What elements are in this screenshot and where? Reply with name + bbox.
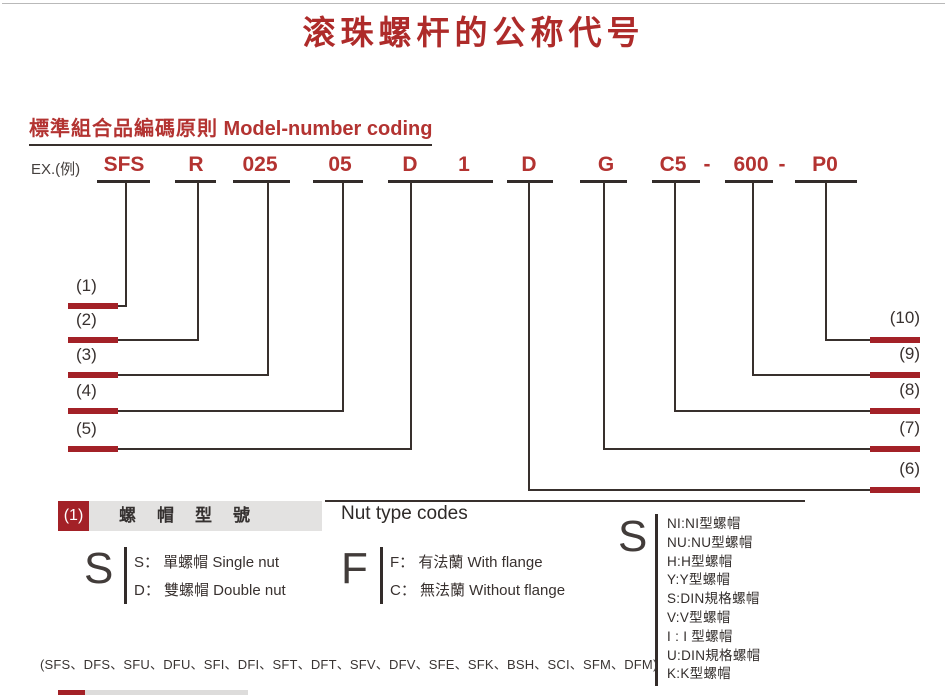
- model-segment-thread-dir: R: [188, 153, 204, 176]
- segment-underline: [507, 180, 553, 183]
- nut-code-letter-f: F: [341, 544, 368, 593]
- nut-option-double: D： 雙螺帽 Double nut: [134, 582, 286, 599]
- model-segment-accuracy: C5: [659, 153, 687, 176]
- callout-bar-1: [68, 303, 118, 309]
- model-segment-dash1: -: [703, 153, 711, 176]
- column-divider: [380, 547, 383, 604]
- callout-link-6: [528, 489, 873, 491]
- subtitle-zh: 標準組合品編碼原則: [29, 118, 218, 140]
- callout-label-6: (6): [899, 459, 920, 478]
- nut-type-item: K:K型螺帽: [667, 666, 732, 682]
- callout-label-2: (2): [76, 310, 97, 329]
- nut-section-heading-en: Nut type codes: [341, 503, 468, 524]
- example-label: EX.(例): [31, 161, 81, 178]
- callout-label-8: (8): [899, 380, 920, 399]
- callout-bar-9: [870, 372, 920, 378]
- column-divider: [655, 514, 658, 686]
- segment-underline: [313, 180, 363, 183]
- nut-section-rule: [325, 500, 805, 502]
- callout-link-10: [825, 339, 871, 341]
- model-segment-length: 600: [733, 153, 769, 176]
- nut-type-item: S:DIN規格螺帽: [667, 591, 760, 607]
- callout-link-7: [603, 448, 873, 450]
- nut-code-letter-s2: S: [618, 512, 648, 561]
- model-segment-dash2: -: [778, 153, 786, 176]
- nut-code-letter-s: S: [84, 544, 114, 593]
- nut-type-item: NI:NI型螺帽: [667, 516, 741, 531]
- callout-link-2: [118, 339, 199, 341]
- model-segment-7: G: [597, 153, 615, 176]
- callout-line-7: [603, 182, 605, 449]
- nut-type-item: U:DIN規格螺帽: [667, 647, 761, 663]
- segment-underline: [388, 180, 493, 183]
- callout-line-2: [197, 182, 199, 340]
- model-segment-circuit-type: D: [402, 153, 418, 176]
- model-segment-lead: 05: [328, 153, 352, 176]
- segment-underline: [175, 180, 216, 183]
- callout-line-3: [267, 182, 269, 375]
- callout-link-5: [118, 448, 412, 450]
- segment-underline: [97, 180, 150, 183]
- callout-bar-10: [870, 337, 920, 343]
- model-segment-circuits: 1: [458, 153, 470, 176]
- subtitle-en: Model-number coding: [218, 118, 433, 140]
- callout-bar-7: [870, 446, 920, 452]
- next-section-stub-gray: [85, 690, 248, 695]
- callout-label-7: (7): [899, 418, 920, 437]
- callout-label-4: (4): [76, 381, 97, 400]
- model-segment-6: D: [521, 153, 537, 176]
- nut-type-item: V:V型螺帽: [667, 609, 731, 625]
- nut-section-heading-zh: 螺帽型號: [89, 501, 322, 531]
- nut-type-item: I : I 型螺帽: [667, 628, 733, 644]
- callout-link-8: [674, 410, 873, 412]
- callout-label-5: (5): [76, 419, 97, 438]
- callout-bar-8: [870, 408, 920, 414]
- callout-link-9: [752, 374, 873, 376]
- nut-option-with-flange: F： 有法蘭 With flange: [390, 554, 543, 571]
- callout-label-3: (3): [76, 345, 97, 364]
- callout-line-4: [342, 182, 344, 411]
- callout-bar-3: [68, 372, 118, 378]
- callout-label-9: (9): [899, 344, 920, 363]
- callout-link-3: [118, 374, 269, 376]
- column-divider: [124, 547, 127, 604]
- callout-line-5: [410, 182, 412, 449]
- callout-line-6: [528, 182, 530, 490]
- model-segment-preload: P0: [812, 153, 838, 176]
- model-segment-diameter: 025: [242, 153, 278, 176]
- nut-type-item: H:H型螺帽: [667, 553, 733, 569]
- page-top-rule: [2, 3, 945, 4]
- section-subtitle: 標準組合品編碼原則 Model-number coding: [29, 112, 433, 146]
- callout-bar-5: [68, 446, 118, 452]
- page-title: 滚珠螺杆的公称代号: [302, 14, 645, 51]
- nut-type-item: NU:NU型螺帽: [667, 534, 753, 550]
- model-segment-nut-type: SFS: [103, 153, 145, 176]
- segment-underline: [580, 180, 627, 183]
- nut-section-index-badge: (1): [58, 501, 89, 531]
- nut-type-item: Y:Y型螺帽: [667, 572, 731, 588]
- callout-line-9: [752, 182, 754, 375]
- series-note: (SFS、DFS、SFU、DFU、SFI、DFI、SFT、DFT、SFV、DFV…: [40, 657, 658, 672]
- callout-bar-4: [68, 408, 118, 414]
- segment-underline: [233, 180, 290, 183]
- callout-line-1: [125, 182, 127, 306]
- next-section-stub-red: [58, 690, 85, 695]
- callout-line-8: [674, 182, 676, 411]
- nut-option-single: S： 單螺帽 Single nut: [134, 554, 280, 571]
- nut-option-without-flange: C： 無法蘭 Without flange: [390, 582, 566, 599]
- callout-line-10: [825, 182, 827, 340]
- callout-bar-6: [870, 487, 920, 493]
- segment-underline: [652, 180, 700, 183]
- callout-bar-2: [68, 337, 118, 343]
- callout-label-1: (1): [76, 276, 97, 295]
- callout-link-4: [118, 410, 344, 412]
- callout-label-10: (10): [889, 308, 920, 327]
- callout-link-1: [118, 305, 127, 307]
- segment-underline: [725, 180, 773, 183]
- nut-type-list: NI:NI型螺帽 NU:NU型螺帽 H:H型螺帽 Y:Y型螺帽 S:DIN規格螺…: [667, 515, 760, 684]
- segment-underline: [795, 180, 857, 183]
